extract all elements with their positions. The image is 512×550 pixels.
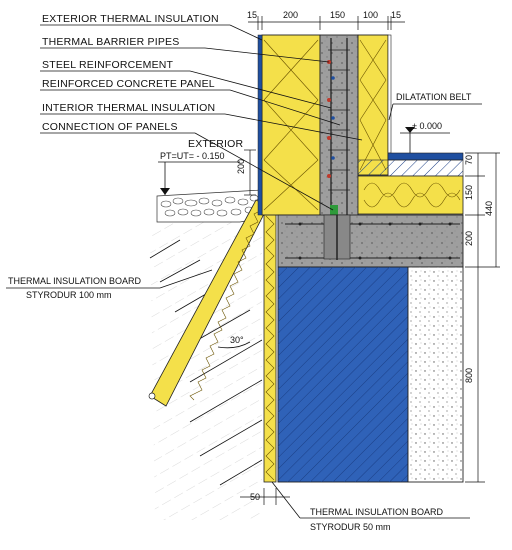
dim-top-15a: 15 [247, 10, 257, 20]
board-50-callout: THERMAL INSULATION BOARD STYRODUR 50 mm [271, 481, 470, 532]
dimension-left-200: 200 [236, 149, 256, 196]
vertical-insulation-board-50 [263, 211, 277, 483]
dilatation-belt-callout: DILATATION BELT [388, 92, 482, 121]
label-exterior-thermal-insulation: EXTERIOR THERMAL INSULATION [42, 13, 219, 25]
level-marker-ptut: PT=UT= - 0.150 [158, 151, 240, 195]
dim-right-800: 800 [464, 368, 474, 383]
foundation-panel [277, 266, 409, 483]
dim-top-200: 200 [283, 10, 298, 20]
gravel-layer [156, 189, 263, 223]
dim-right-200: 200 [464, 231, 474, 246]
wall-exterior-insulation [257, 34, 321, 216]
label-interior-thermal-insulation: INTERIOR THERMAL INSULATION [42, 102, 215, 114]
dim-top-150: 150 [330, 10, 345, 20]
level-zero-text: ± 0.000 [412, 121, 442, 131]
board-50-sub: STYRODUR 50 mm [310, 522, 391, 532]
angle-text: 30° [230, 335, 244, 345]
ptut-text: PT=UT= - 0.150 [160, 151, 225, 161]
exterior-label: EXTERIOR [188, 138, 243, 150]
dim-top-100: 100 [363, 10, 378, 20]
floor-layers [357, 152, 464, 215]
dim-top-15b: 15 [391, 10, 401, 20]
board-50-title: THERMAL INSULATION BOARD [310, 507, 444, 517]
level-marker-zero: ± 0.000 [400, 121, 450, 153]
label-connection-of-panels: CONNECTION OF PANELS [42, 121, 178, 133]
dimension-top: 15 200 150 100 15 [247, 10, 405, 30]
dim-left-200: 200 [236, 159, 246, 174]
floor-slab [277, 214, 464, 268]
dim-right-150: 150 [464, 185, 474, 200]
dim-right-440: 440 [484, 201, 494, 216]
label-reinforced-concrete-panel: REINFORCED CONCRETE PANEL [42, 78, 215, 90]
concrete-wall-panel [319, 34, 359, 218]
callouts-left: EXTERIOR THERMAL INSULATION THERMAL BARR… [40, 13, 363, 211]
label-steel-reinforcement: STEEL REINFORCEMENT [42, 59, 174, 71]
dim-bottom-50: 50 [250, 492, 260, 502]
dim-right-70: 70 [464, 155, 474, 165]
wall-interior-insulation [357, 34, 392, 176]
board-100-callout: THERMAL INSULATION BOARD STYRODUR 100 mm [6, 269, 213, 300]
board-100-title: THERMAL INSULATION BOARD [8, 276, 142, 286]
angle-marker: 30° [217, 335, 251, 349]
board-100-sub: STYRODUR 100 mm [26, 290, 112, 300]
dimension-right: 70 150 440 200 800 [464, 152, 500, 483]
dimension-bottom-50: 50 [240, 488, 290, 505]
label-thermal-barrier-pipes: THERMAL BARRIER PIPES [42, 36, 179, 48]
dilatation-belt-text: DILATATION BELT [396, 92, 472, 102]
foundation-concrete [407, 266, 464, 483]
